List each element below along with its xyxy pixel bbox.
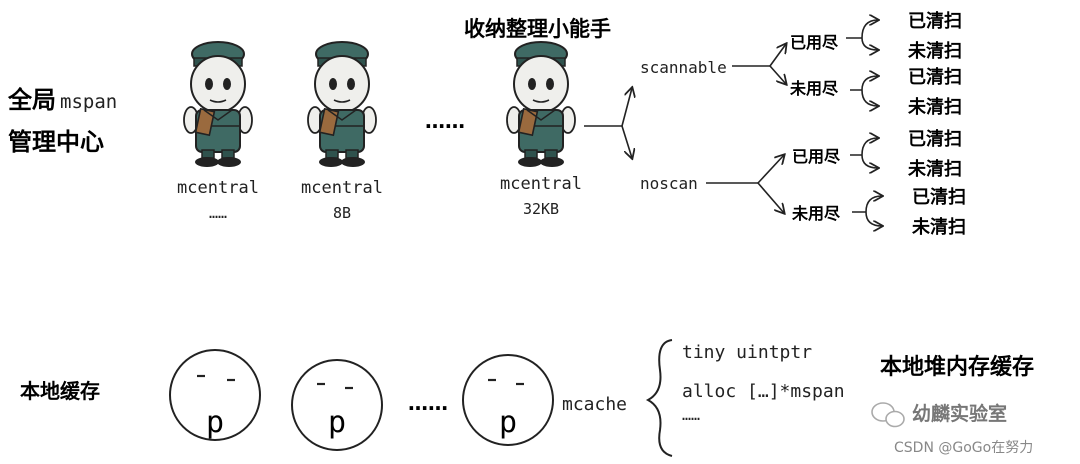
organizer-title: 收纳整理小能手 [464,17,611,41]
noscan-label: noscan [640,174,698,193]
local-cache-label: 本地缓存 [20,379,100,403]
mcentral-label-2: mcentral [301,178,383,198]
mcache-field-tiny: tiny uintptr [682,342,812,363]
global-label-line1: 全局 [7,86,56,114]
cache-face-icon-1 [169,349,261,441]
leaf-4-not-cleaned: 未清扫 [912,216,966,238]
leaf-1-cleaned: 已清扫 [908,10,962,32]
mcentral-sub-3: 32KB [523,200,559,218]
cache-face-mouth-1: p [206,405,224,440]
wechat-logo-icon [871,402,905,428]
leaf-3-cleaned: 已清扫 [908,128,962,150]
leaf-1-not-cleaned: 未清扫 [908,40,962,62]
leaf-2-cleaned: 已清扫 [908,66,962,88]
scannable-not-used-up: 未用尽 [789,79,839,98]
mcentral-guard-icon-3 [506,41,576,168]
cache-face-mouth-2: p [328,405,346,440]
cache-face-icon-2 [291,359,383,451]
mcache-field-ellipsis: …… [682,406,700,424]
watermark-sub: CSDN @GoGo在努力 [894,440,1033,456]
scannable-label: scannable [640,58,727,77]
mcache-label: mcache [562,394,627,415]
global-label-mspan: mspan [60,91,117,113]
leaf-brackets [846,20,882,226]
cache-face-mouth-3: p [499,405,517,440]
global-label-line2: 管理中心 [8,128,104,156]
scannable-branch-lines [732,44,786,84]
scannable-used-up: 已用尽 [790,33,839,52]
mcentral-guard-icon-2 [307,41,377,168]
top-ellipsis: …… [425,109,465,133]
noscan-branch-lines [706,155,784,213]
mcentral-sub-1: …… [209,204,227,222]
mcentral-label-3: mcentral [500,174,582,194]
mcache-brace [645,339,673,457]
leaf-2-not-cleaned: 未清扫 [908,96,962,118]
noscan-used-up: 已用尽 [792,147,841,166]
bottom-ellipsis: …… [408,391,448,415]
mcentral-guard-icon-1 [183,41,253,168]
mcentral-label-1: mcentral [177,178,259,198]
noscan-not-used-up: 未用尽 [791,204,841,223]
watermark-main: 幼麟实验室 [912,402,1007,425]
mcentral-split-arrows [584,88,632,158]
leaf-3-not-cleaned: 未清扫 [908,158,962,180]
leaf-4-cleaned: 已清扫 [912,186,966,208]
mcache-field-alloc: alloc […]*mspan [682,381,845,402]
local-heap-label: 本地堆内存缓存 [880,354,1034,380]
mcentral-sub-2: 8B [333,204,351,222]
cache-face-icon-3 [462,354,554,446]
